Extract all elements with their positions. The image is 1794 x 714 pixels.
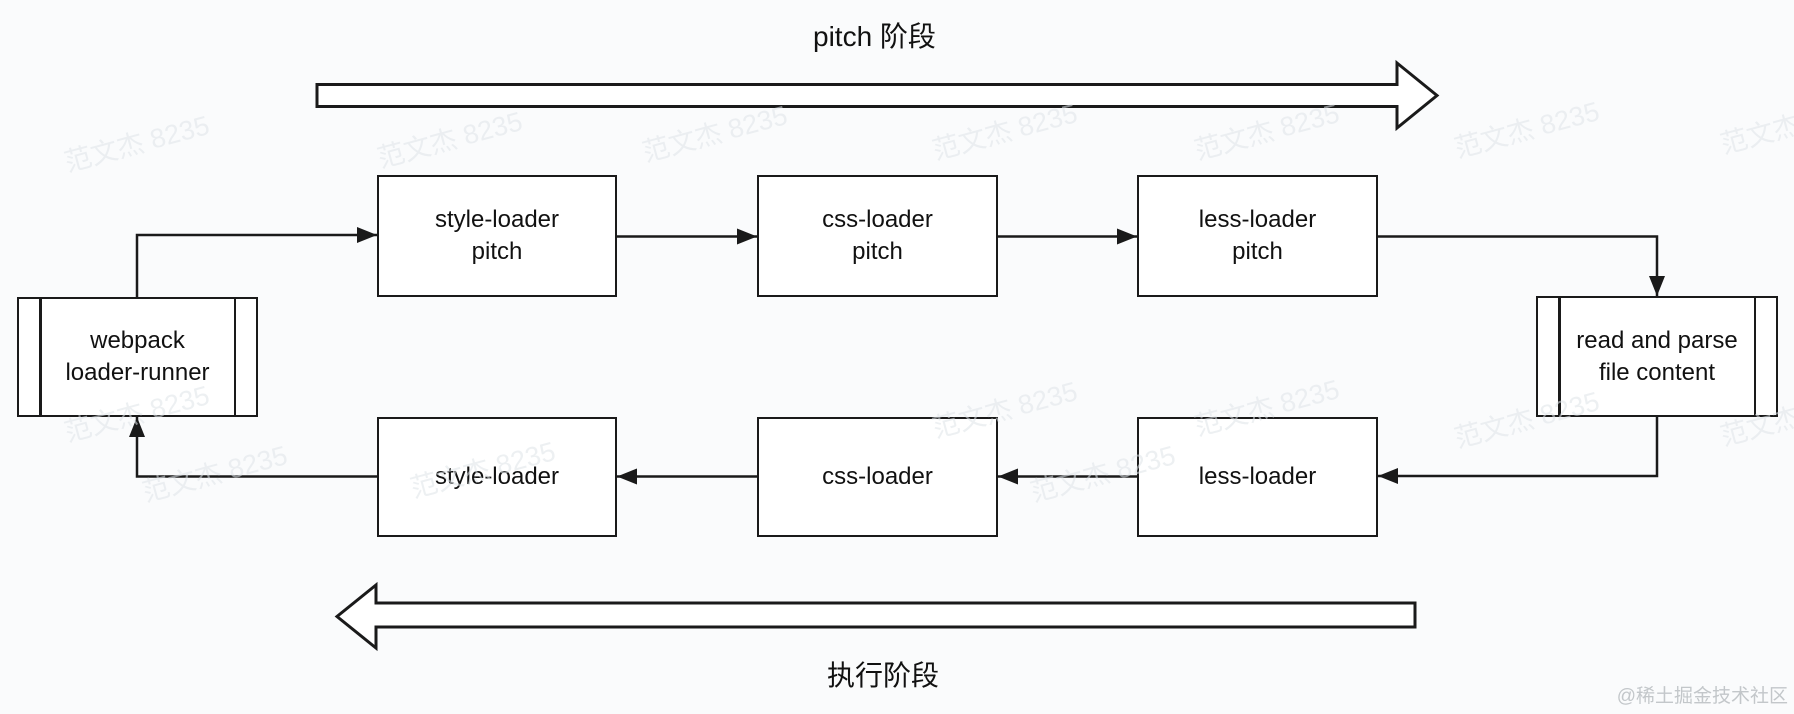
node-label: css-loader [822,463,933,491]
node-less-loader-pitch: less-loader pitch [1137,175,1378,297]
connector-less-pitch-to-read-parse [1378,235,1665,296]
pitch-phase-label: pitch 阶段 [813,21,936,52]
node-label: css-loader pitch [822,206,933,265]
double-border-right [233,299,236,415]
node-style-loader-pitch: style-loader pitch [377,175,617,297]
pitch-phase-big-arrow-icon [315,59,1440,132]
node-read-and-parse-file-content: read and parse file content [1536,296,1778,417]
node-label: less-loader pitch [1198,206,1317,265]
connector-webpack-to-style-pitch [135,227,377,297]
juejin-community-credit: @稀土掘金技术社区 [1616,686,1788,707]
node-label: read and parse file content [1576,326,1738,386]
node-label: style-loader pitch [434,206,560,265]
double-border-right [1753,298,1756,415]
node-label: webpack loader-runner [65,327,210,386]
double-border-left [1558,298,1561,415]
connector-read-parse-to-less [1378,417,1659,484]
node-style-loader: style-loader [377,417,617,537]
node-css-loader-pitch: css-loader pitch [757,175,998,297]
double-border-left [39,299,42,415]
node-less-loader: less-loader [1137,417,1378,537]
node-webpack-loader-runner: webpack loader-runner [17,297,258,417]
node-label: less-loader [1198,463,1317,491]
connector-style-to-webpack [129,417,377,478]
execute-phase-big-arrow-icon [334,581,1417,652]
execute-phase-label: 执行阶段 [827,660,940,691]
node-label: style-loader [434,463,560,491]
node-css-loader: css-loader [757,417,998,537]
